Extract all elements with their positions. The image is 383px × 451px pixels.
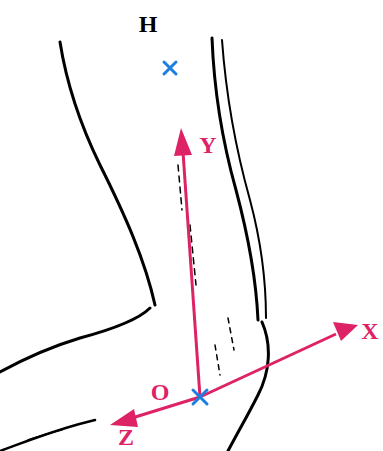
point-markers xyxy=(164,62,207,404)
axis-label: Y xyxy=(199,133,216,157)
x-axis-head xyxy=(333,322,358,341)
leg-outline xyxy=(0,38,268,451)
shin-muscle-line xyxy=(28,430,62,440)
axis-label: X xyxy=(361,319,378,343)
y-axis-head xyxy=(174,128,192,156)
knee-front-edge xyxy=(228,322,268,451)
axes xyxy=(110,128,358,427)
shin-top-edge xyxy=(0,308,150,372)
point-h-cross xyxy=(164,62,176,74)
thigh-front-edge-inner xyxy=(222,40,266,318)
muscle-line xyxy=(228,318,234,350)
x-axis-line xyxy=(200,334,336,397)
point-label: H xyxy=(139,12,158,36)
thigh-back-edge xyxy=(60,42,155,305)
muscle-line xyxy=(178,165,182,210)
point-o-cross xyxy=(193,390,207,404)
muscle-line xyxy=(215,345,220,375)
y-axis-line xyxy=(183,152,200,397)
origin-label: O xyxy=(151,380,170,404)
shin-bottom-edge xyxy=(0,420,95,451)
axis-label: Z xyxy=(118,425,134,449)
thigh-front-edge xyxy=(212,38,258,320)
